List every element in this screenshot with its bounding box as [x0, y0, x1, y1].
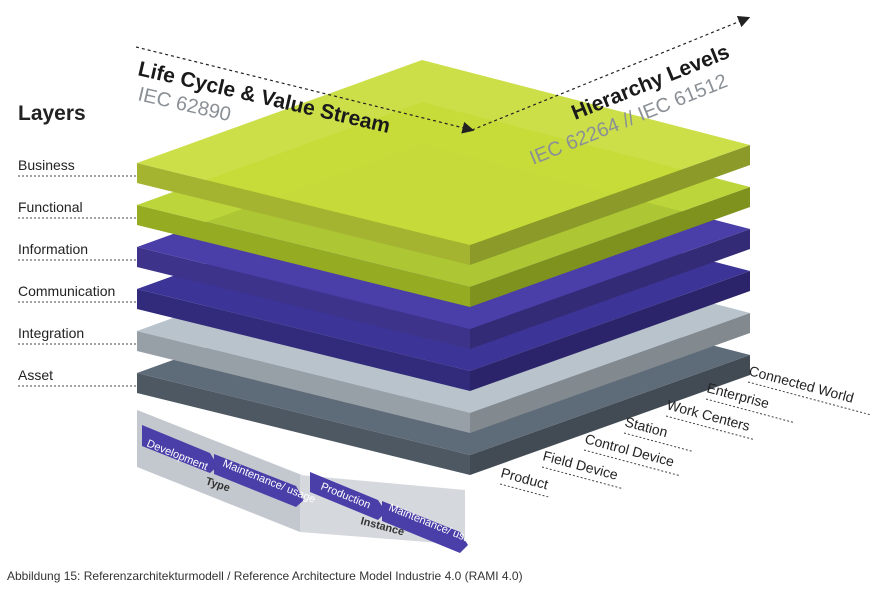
- layer-business-left-side: [137, 163, 470, 265]
- layers-title: Layers: [18, 102, 86, 125]
- layer-label-information: Information: [18, 241, 88, 257]
- hierarchy-leader-product: [499, 483, 551, 498]
- hierarchy-level-station: Station: [623, 413, 669, 440]
- layer-business-right-side: [470, 145, 750, 265]
- life-cycle-bar: Development Maintenance/ usage Type Prod…: [137, 410, 483, 553]
- layer-business-top: [137, 60, 750, 245]
- lc-development-arrow: [142, 425, 218, 473]
- layer-communication-right-side: [470, 271, 750, 391]
- hierarchy-leader-control-device: [583, 449, 681, 477]
- hierarchy-leader-enterprise: [705, 398, 795, 424]
- layer-label-integration: Integration: [18, 325, 84, 341]
- life-cycle-axis-arrow: [135, 46, 475, 134]
- hierarchy-level-product: Product: [499, 464, 550, 492]
- layer-asset-right-side: [470, 355, 750, 475]
- layer-communication-left-side: [137, 289, 470, 391]
- layer-asset-left-side: [137, 373, 470, 475]
- layer-stack: [137, 60, 750, 475]
- lc-maintenance-type-arrow: [214, 454, 304, 507]
- hierarchy-axis-arrow: [471, 16, 751, 131]
- layer-integration-right-side: [470, 313, 750, 433]
- figure-caption: Abbildung 15: Referenzarchitekturmodell …: [7, 569, 523, 583]
- layer-label-business: Business: [18, 157, 75, 173]
- layer-label-asset: Asset: [18, 367, 53, 383]
- lc-production-arrow: [310, 472, 386, 520]
- layer-information-right-side: [470, 229, 750, 349]
- layer-label-functional: Functional: [18, 199, 83, 215]
- layer-functional-right-side: [470, 187, 750, 307]
- layer-information-left-side: [137, 247, 470, 349]
- hierarchy-leader-connected-world: [747, 381, 872, 416]
- hierarchy-leader-field-device: [541, 466, 622, 489]
- layer-functional-left-side: [137, 205, 470, 307]
- hierarchy-leaders: [499, 381, 872, 498]
- layer-label-communication: Communication: [18, 283, 115, 299]
- lc-maintenance-instance-arrow: [382, 501, 468, 553]
- hierarchy-level-enterprise: Enterprise: [705, 379, 771, 411]
- rami-diagram: Development Maintenance/ usage Type Prod…: [18, 16, 872, 553]
- hierarchy-leader-work-centers: [665, 415, 755, 441]
- layer-integration-left-side: [137, 331, 470, 433]
